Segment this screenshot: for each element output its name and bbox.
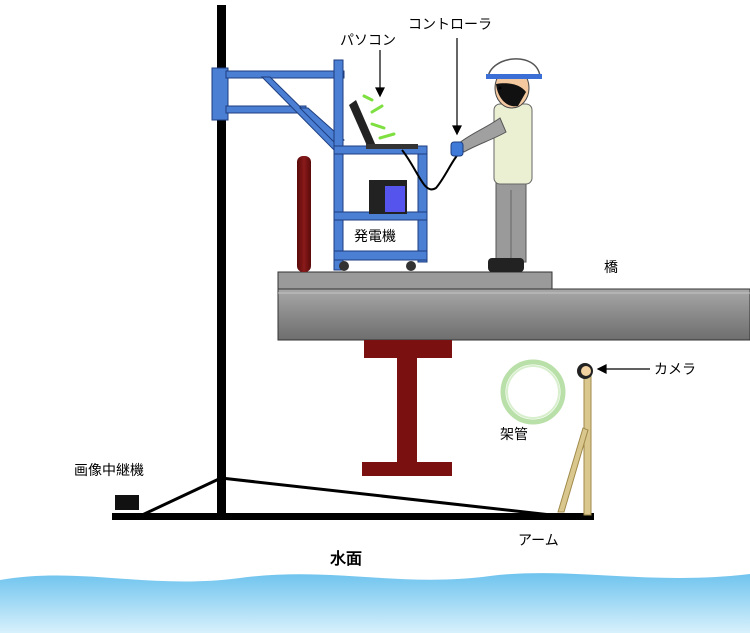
- camera-icon: [577, 363, 593, 379]
- relay-box-icon: [115, 495, 139, 510]
- label-pipe: 架管: [500, 427, 528, 443]
- bridge-deck: [277, 271, 750, 341]
- generator: [369, 180, 407, 214]
- label-water-surface: 水面: [330, 549, 362, 568]
- controller-cable: [401, 149, 461, 191]
- vertical-pole: [217, 5, 226, 519]
- label-arm: アーム: [518, 533, 559, 549]
- support-wire-right: [220, 476, 561, 518]
- bottom-beam: [112, 513, 594, 520]
- cart-wheel-left: [339, 261, 349, 271]
- wifi-signal-icon: [362, 94, 396, 140]
- worker-icon: [450, 58, 542, 272]
- water: [0, 573, 750, 633]
- pipe-coil-inner: [506, 365, 560, 419]
- blue-cart-frame: [211, 59, 428, 271]
- pipe-coil: [500, 359, 566, 425]
- label-controller: コントローラ: [408, 17, 492, 33]
- pointer-arrows: [375, 38, 650, 374]
- support-wire-left: [139, 476, 222, 518]
- steel-girder: [362, 340, 452, 476]
- label-bridge: 橋: [604, 260, 618, 276]
- label-pc: パソコン: [340, 33, 396, 49]
- deck-post: [297, 156, 311, 272]
- label-relay: 画像中継機: [74, 463, 144, 479]
- label-camera: カメラ: [654, 362, 696, 378]
- cart-wheel-right: [406, 261, 416, 271]
- label-generator: 発電機: [354, 229, 396, 245]
- laptop-icon: [349, 100, 418, 149]
